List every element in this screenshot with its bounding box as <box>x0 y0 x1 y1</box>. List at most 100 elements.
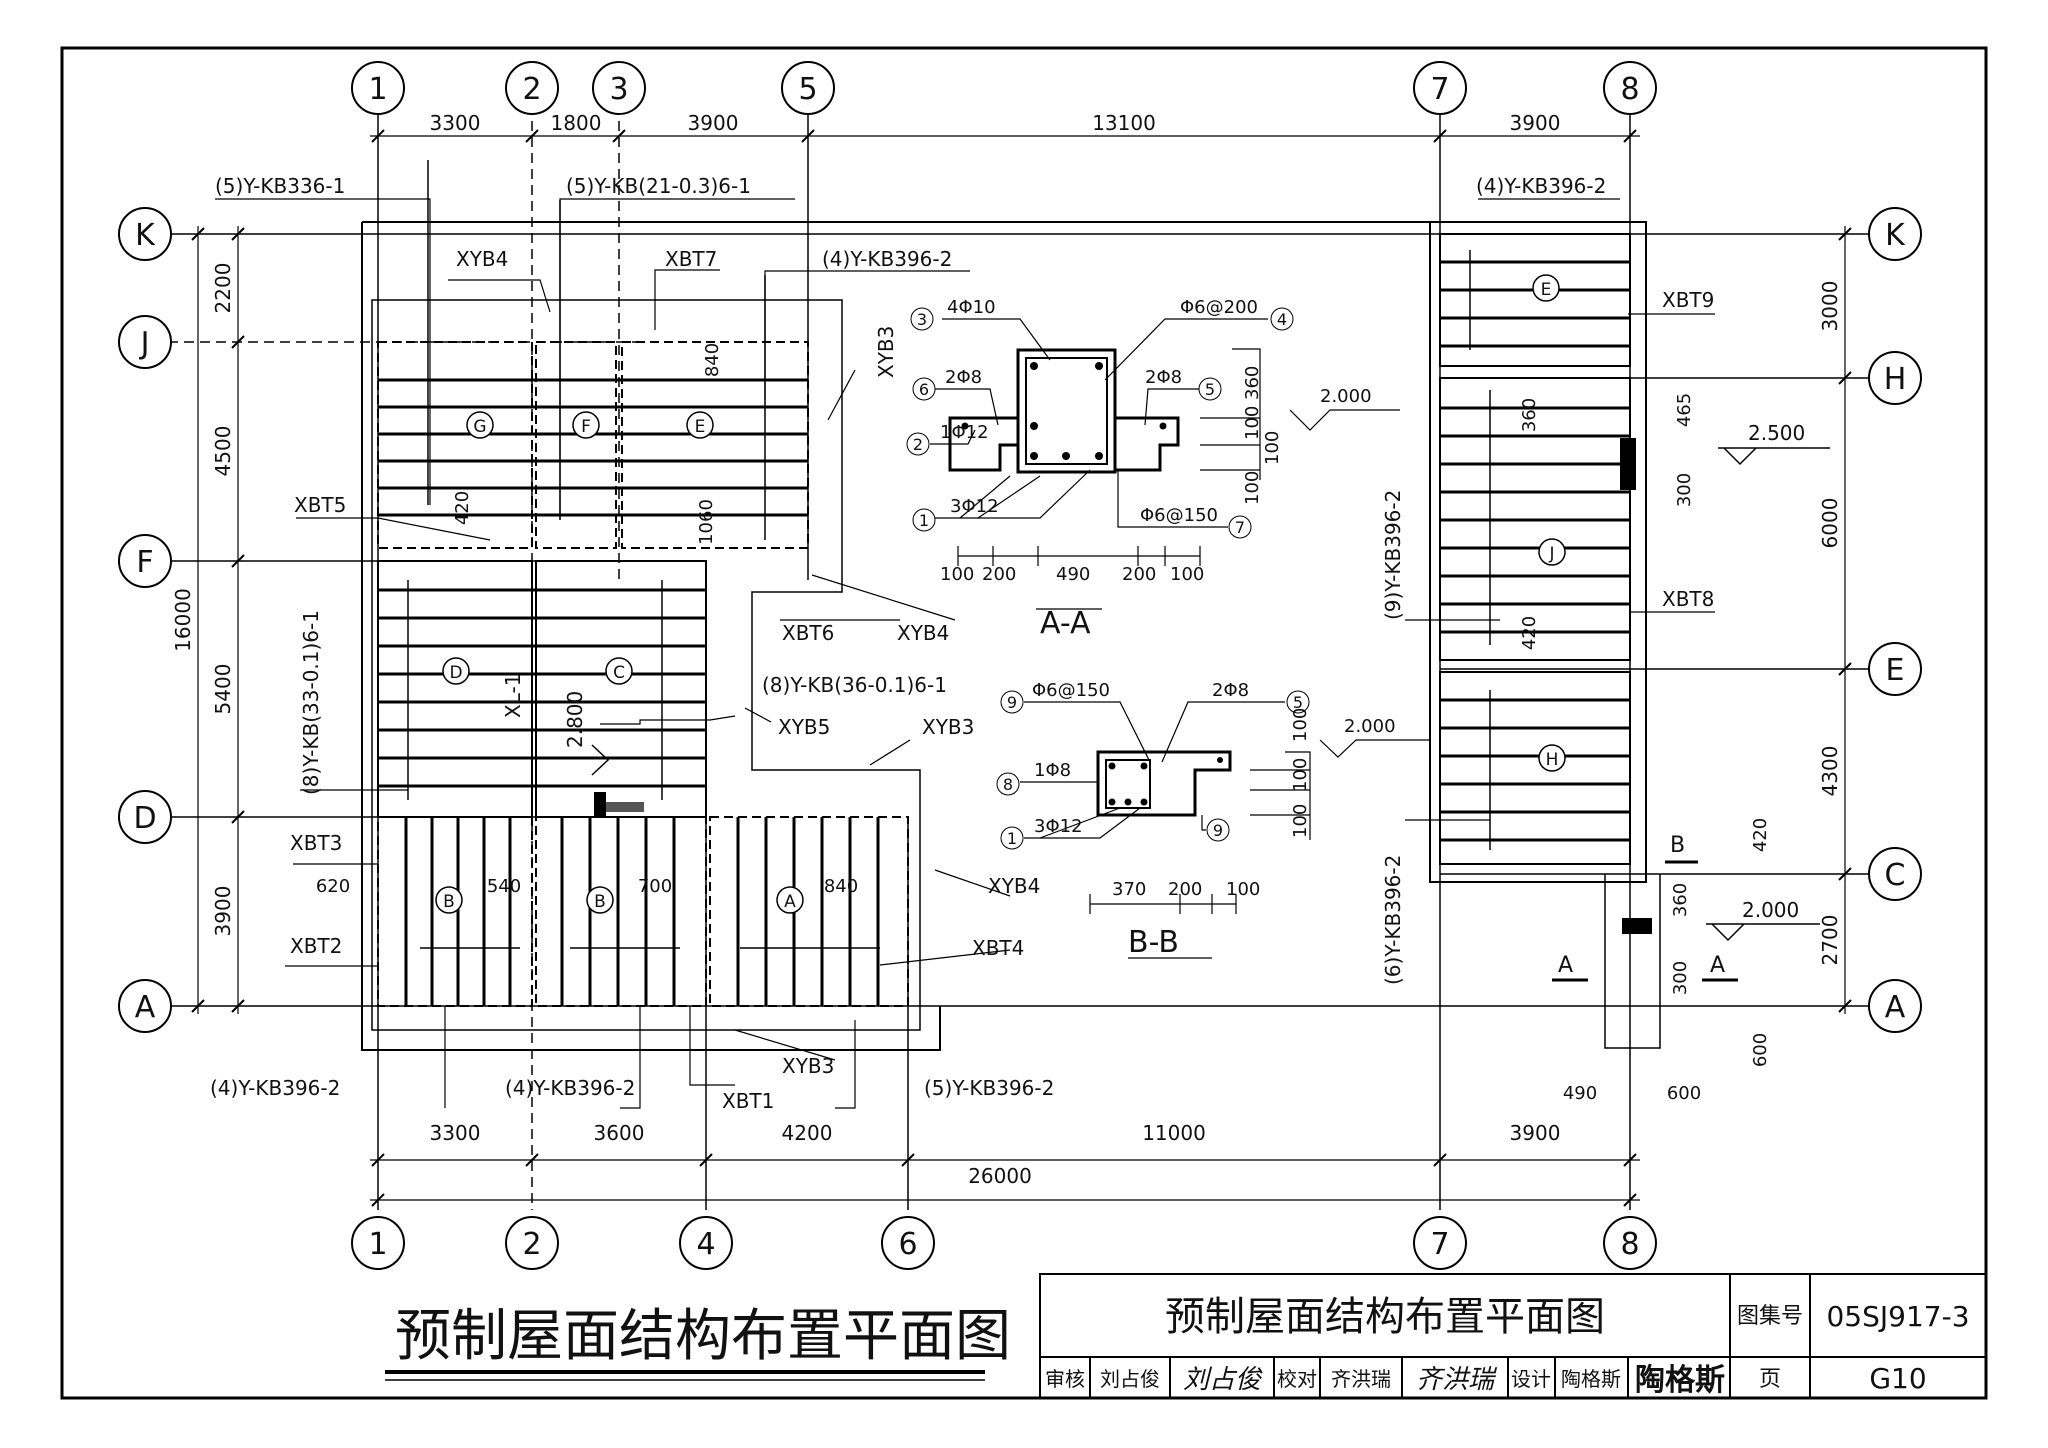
dim-tick <box>231 335 245 349</box>
dimension-lines <box>197 135 1846 1201</box>
axis-bubble-labels: 1 2 3 5 7 8 1 2 4 6 7 8 K J F D A K H E … <box>133 72 1906 1262</box>
dim-text: 100 <box>1170 564 1204 585</box>
dim-text: 200 <box>982 564 1016 585</box>
section-aa-rebars <box>961 362 1167 460</box>
member-label: XBT7 <box>665 247 717 271</box>
axis-bubble-bottom <box>679 1216 733 1270</box>
elevation-mark: 2.500 <box>1718 421 1830 466</box>
elevation-label: 2.000 <box>1344 716 1396 737</box>
member-label: XYB4 <box>456 247 508 271</box>
svg-text:G: G <box>473 417 486 437</box>
slab-label: (8)Y-KB(36-0.1)6-1 <box>762 673 947 697</box>
slab-label: (4)Y-KB396-2 <box>1476 174 1606 198</box>
slab-span-indicators <box>407 160 1491 949</box>
member-label: XYB3 <box>782 1054 834 1078</box>
section-aa-markers: 3 4 6 5 2 1 7 <box>906 307 1294 539</box>
member-label: XYB3 <box>874 326 898 378</box>
svg-text:8: 8 <box>1003 775 1013 794</box>
dim-tick <box>525 1153 539 1167</box>
slab-label: (5)Y-KB(21-0.3)6-1 <box>566 174 751 198</box>
dim-tick <box>231 554 245 568</box>
atlas-label: 图集号 <box>1737 1304 1803 1329</box>
panel-B-left <box>377 816 533 1007</box>
slab-labels: (5)Y-KB336-1 (5)Y-KB(21-0.3)6-1 (4)Y-KB3… <box>210 174 1606 1100</box>
section-aa-texts: 4Φ10 Φ6@200 2Φ8 2Φ8 1Φ12 3Φ12 Φ6@150 100… <box>940 297 1372 585</box>
dim-text: 4300 <box>1818 746 1842 797</box>
axis-label: 5 <box>798 72 817 107</box>
section-bb-leaders <box>1020 701 1430 959</box>
dim-text: 600 <box>1750 1033 1771 1067</box>
dim-tick <box>801 129 815 143</box>
axis-label: 8 <box>1620 1227 1639 1262</box>
dim-tick <box>1623 129 1637 143</box>
rebar-dot <box>1140 762 1148 770</box>
axis-label: J <box>139 326 150 361</box>
role-label: 审核 <box>1045 1367 1085 1391</box>
column-detail <box>594 792 606 816</box>
member-label: XBT8 <box>1662 587 1714 611</box>
section-cut-label: B <box>1670 833 1685 858</box>
west-inner-walls <box>371 299 921 1031</box>
bay-marker: H <box>1538 744 1566 772</box>
svg-text:B: B <box>594 892 606 912</box>
section-bb-rebars <box>1108 757 1223 806</box>
axis-bubble-right <box>1868 979 1922 1033</box>
dim-text: 100 <box>1290 804 1311 838</box>
misc-dimensions: 840 420 1060 620 540 700 840 360 420 465… <box>316 343 1771 1104</box>
dim-text: 600 <box>1667 1083 1701 1104</box>
rebar-label: 4Φ10 <box>947 297 996 318</box>
dim-text: 540 <box>487 876 521 897</box>
dim-tick <box>1838 999 1852 1013</box>
dim-text: 360 <box>1242 366 1263 400</box>
svg-text:E: E <box>1541 280 1552 300</box>
dim-text: 370 <box>1112 879 1146 900</box>
rebar-marker: 1 <box>1000 826 1024 850</box>
rebar-label: 1Φ8 <box>1034 760 1071 781</box>
dim-text: 3900 <box>688 111 739 135</box>
east-wing-outline <box>1429 221 1647 883</box>
member-label: XBT4 <box>972 936 1024 960</box>
dim-tick <box>1623 1193 1637 1207</box>
dim-text: 13100 <box>1092 111 1156 135</box>
section-cut-marks: B A A <box>1552 833 1738 982</box>
dim-tick <box>901 1153 915 1167</box>
dim-text: 3300 <box>430 111 481 135</box>
rebar-dot <box>1095 452 1103 460</box>
rebar-label: 2Φ8 <box>1212 680 1249 701</box>
dim-text: 420 <box>1750 818 1771 852</box>
axis-label: E <box>1886 653 1905 688</box>
leader <box>215 198 431 505</box>
dim-text: 100 <box>1290 758 1311 792</box>
dim-tick <box>1838 227 1852 241</box>
axis-label: 1 <box>368 72 387 107</box>
rebar-dot <box>1095 362 1103 370</box>
panel-H <box>1439 671 1631 865</box>
elevation-mark: 2.800 <box>563 691 610 776</box>
rebar-dot <box>1124 798 1132 806</box>
axis-bubble-left <box>118 979 172 1033</box>
axis-bubble-top <box>781 61 835 115</box>
svg-text:5: 5 <box>1205 380 1215 399</box>
leader <box>620 1006 641 1109</box>
axis-label: F <box>136 545 153 580</box>
axis-label: 4 <box>696 1227 715 1262</box>
axis-label: 1 <box>368 1227 387 1262</box>
slab-label: (5)Y-KB336-1 <box>215 174 345 198</box>
rebar-marker: 5 <box>1198 377 1222 401</box>
axis-label: 7 <box>1430 1227 1449 1262</box>
svg-text:3: 3 <box>917 310 927 329</box>
leader <box>835 1020 856 1109</box>
axis-bubble-bottom <box>1603 1216 1657 1270</box>
role-signature: 刘占俊 <box>1183 1365 1263 1395</box>
axis-bubbles <box>118 61 1922 1270</box>
role-name: 刘占俊 <box>1100 1367 1160 1391</box>
dimension-texts: 3300 1800 3900 13100 3900 3300 3600 4200… <box>171 111 1842 1188</box>
axis-label: K <box>135 218 156 253</box>
axis-grid <box>168 105 1870 1210</box>
dim-text: 100 <box>940 564 974 585</box>
section-bb-title: B-B <box>1128 925 1179 960</box>
rebar-marker: 5 <box>1286 690 1310 714</box>
panel-A <box>709 816 909 1007</box>
rebar-dot <box>1108 762 1116 770</box>
dim-text: 420 <box>452 491 473 525</box>
